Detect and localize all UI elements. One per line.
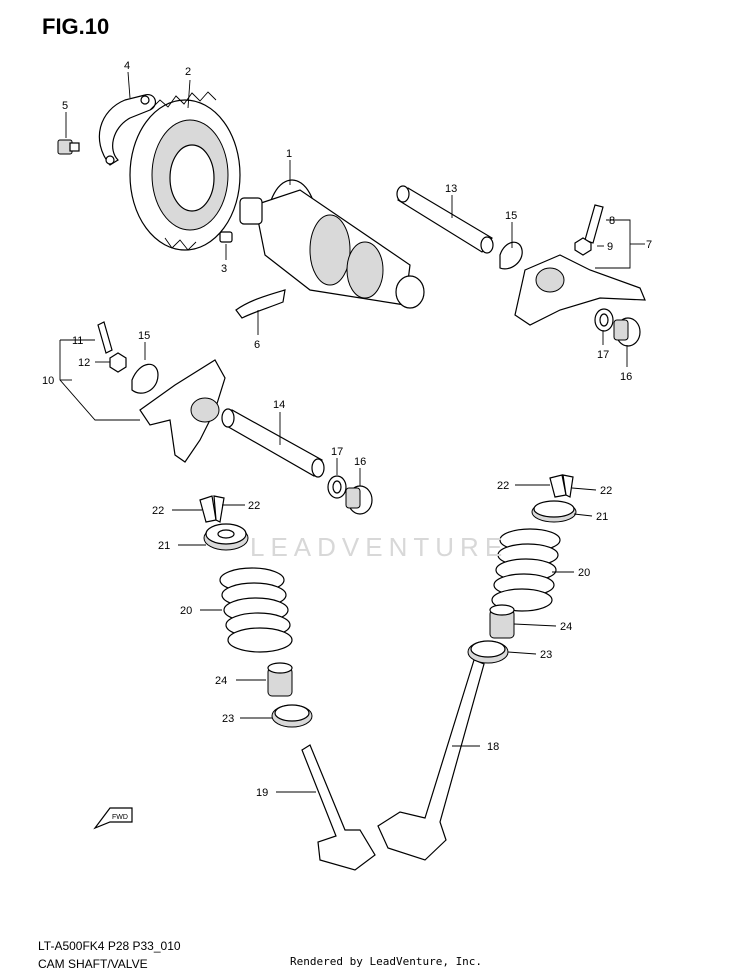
callout-22-left-a: 22 [152, 505, 164, 517]
callout-8: 8 [609, 215, 615, 227]
part-20-spring-left [219, 567, 293, 653]
part-17-washer-upper [594, 308, 614, 332]
part-14-rocker-shaft [221, 408, 325, 478]
part-9-nut [574, 237, 592, 256]
leader-lines [59, 71, 645, 793]
callout-12: 12 [78, 357, 90, 369]
watermark: LEADVENTURE [250, 532, 509, 562]
callout-3: 3 [221, 263, 227, 275]
part-24-seal-right [489, 604, 515, 639]
part-15-o-ring-upper [499, 241, 523, 270]
callout-22-left-b: 22 [248, 500, 260, 512]
callout-4: 4 [124, 60, 130, 72]
fwd-arrow-icon: FWD [93, 807, 133, 830]
part-8-adjust-screw [584, 204, 604, 244]
callout-24-right: 24 [560, 621, 572, 633]
callout-22-right-a: 22 [497, 480, 509, 492]
callout-23-right: 23 [540, 649, 552, 661]
part-4-retainer [98, 93, 157, 166]
callout-15-lower: 15 [138, 330, 150, 342]
part-15-o-ring-lower [131, 363, 159, 394]
part-16-plug-lower [345, 485, 373, 515]
part-22-cotters-right [549, 474, 574, 498]
callout-13: 13 [445, 183, 457, 195]
callout-14: 14 [273, 399, 285, 411]
callout-7: 7 [646, 239, 652, 251]
callout-15-upper: 15 [505, 210, 517, 222]
callout-17-lower: 17 [331, 446, 343, 458]
callouts: 1 2 3 4 5 6 7 8 9 10 11 12 13 14 15 15 1… [42, 60, 652, 799]
callout-9: 9 [607, 241, 613, 253]
callout-11: 11 [72, 335, 83, 347]
callout-2: 2 [185, 66, 191, 78]
part-24-seal-left [267, 662, 293, 697]
callout-10: 10 [42, 375, 54, 387]
callout-17-upper: 17 [597, 349, 609, 361]
fwd-label: FWD [112, 814, 128, 821]
part-23-seat-left [271, 704, 313, 728]
part-3-pin [219, 231, 233, 243]
callout-21-left: 21 [158, 540, 170, 552]
part-21-retainer-left [203, 523, 249, 551]
part-22-cotters-left [199, 495, 225, 523]
callout-20-left: 20 [180, 605, 192, 617]
callout-24-left: 24 [215, 675, 227, 687]
callout-6: 6 [254, 339, 260, 351]
part-16-plug-upper [613, 317, 641, 347]
part-21-retainer-right [531, 500, 577, 523]
model-code: LT-A500FK4 P28 P33_010 [38, 939, 181, 953]
part-1-camshaft [239, 179, 425, 309]
figure-title: FIG.10 [42, 14, 110, 39]
part-20-spring-right [491, 528, 561, 612]
callout-16-lower: 16 [354, 456, 366, 468]
callout-18: 18 [487, 741, 499, 753]
callout-16-upper: 16 [620, 371, 632, 383]
callout-22-right-b: 22 [600, 485, 612, 497]
part-13-rocker-shaft [396, 185, 494, 254]
part-2-cam-sprocket [129, 91, 241, 251]
callout-21-right: 21 [596, 511, 608, 523]
part-23-seat-right [467, 640, 509, 664]
part-6-half-ring [235, 289, 286, 319]
part-5-bolt [57, 139, 80, 155]
part-10-rocker-arm [139, 359, 226, 463]
callout-23-left: 23 [222, 713, 234, 725]
part-11-adjust-screw [97, 321, 113, 354]
part-12-nut [109, 352, 127, 373]
section-name: CAM SHAFT/VALVE [38, 957, 148, 971]
callout-5: 5 [62, 100, 68, 112]
render-credit: Rendered by LeadVenture, Inc. [290, 955, 483, 968]
part-18-valve [377, 659, 485, 861]
callout-1: 1 [286, 148, 292, 160]
callout-20-right: 20 [578, 567, 590, 579]
callout-19: 19 [256, 787, 268, 799]
part-17-washer-lower [327, 475, 347, 499]
part-19-valve [301, 744, 376, 871]
part-7-rocker-arm [514, 254, 646, 326]
